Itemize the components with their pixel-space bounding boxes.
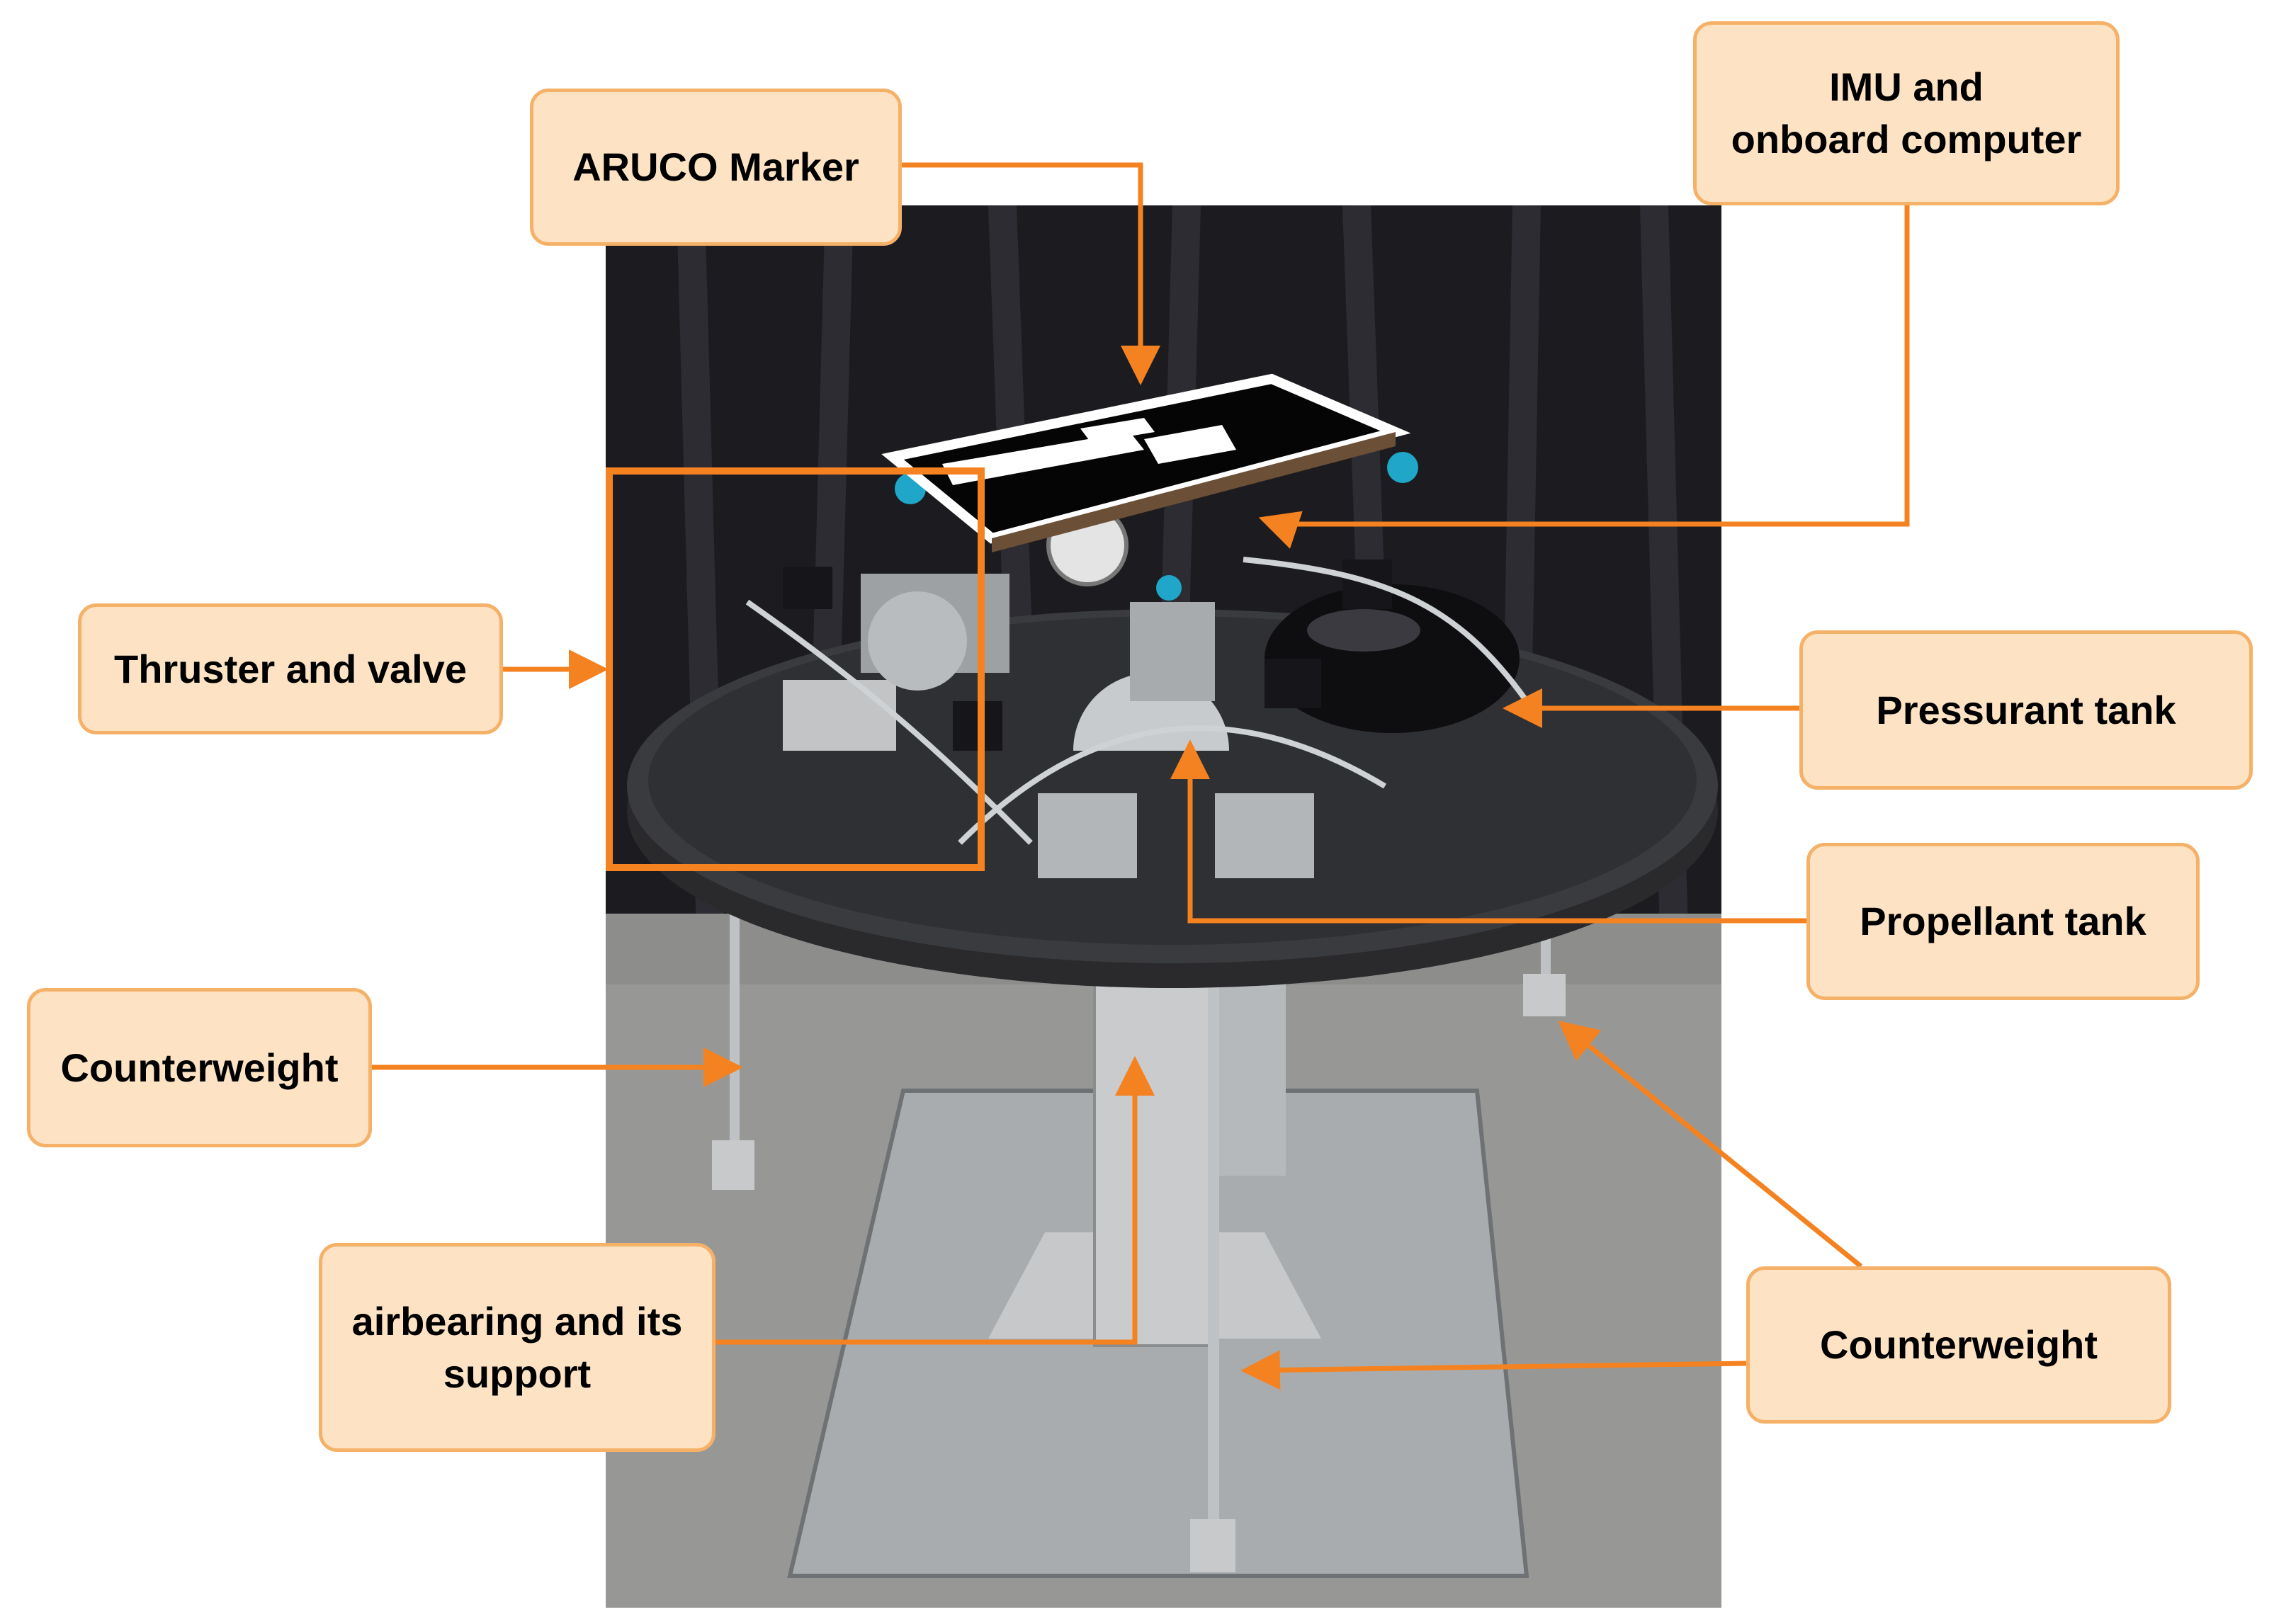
callout-imu-onboard-computer: IMU and onboard computer xyxy=(1693,21,2120,205)
callout-counterweight-left: Counterweight xyxy=(27,988,372,1147)
callout-aruco-marker: ARUCO Marker xyxy=(530,89,902,246)
callout-propellant-tank: Propellant tank xyxy=(1806,843,2200,1000)
callout-pressurant-label: Pressurant tank xyxy=(1876,687,2176,732)
callout-imu-label: IMU and onboard computer xyxy=(1731,64,2082,161)
callout-counterweight-left-label: Counterweight xyxy=(60,1045,339,1090)
callout-airbearing-label: airbearing and its support xyxy=(351,1298,683,1396)
callout-counterweight-right-label: Counterweight xyxy=(1820,1322,2098,1368)
callout-propellant-label: Propellant tank xyxy=(1860,899,2146,944)
callout-pressurant-tank: Pressurant tank xyxy=(1799,630,2253,790)
callout-thruster-and-valve: Thruster and valve xyxy=(78,603,503,734)
callout-counterweight-right: Counterweight xyxy=(1746,1266,2171,1424)
platform-photo-drawing xyxy=(606,205,1721,1608)
callout-thruster-label: Thruster and valve xyxy=(114,646,467,691)
callout-aruco-marker-label: ARUCO Marker xyxy=(572,144,859,190)
callout-airbearing-support: airbearing and its support xyxy=(319,1243,715,1452)
platform-photo xyxy=(606,205,1721,1608)
